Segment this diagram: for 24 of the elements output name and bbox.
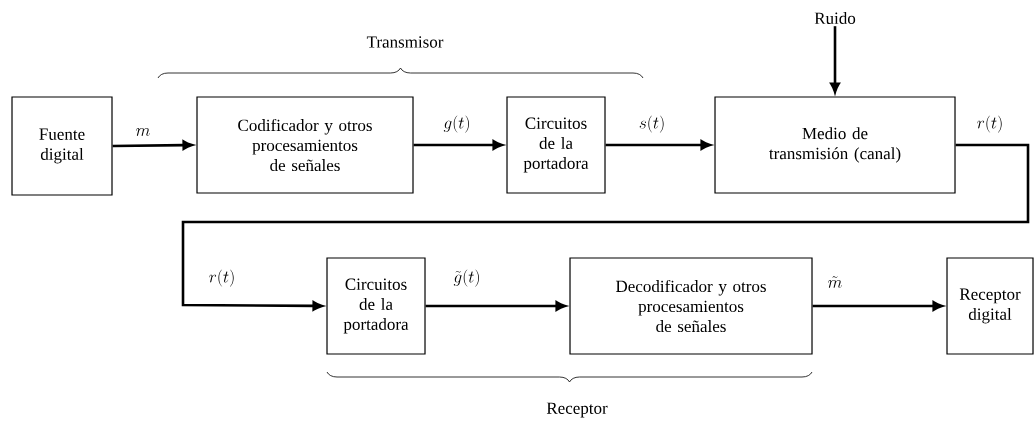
process-box: Fuente digital	[11, 96, 113, 196]
process-box: Receptor digital	[946, 257, 1034, 355]
input-label: Ruido	[814, 12, 856, 24]
process-box: Medio de transmisión (canal)	[714, 96, 956, 194]
group-label: Receptor	[546, 402, 608, 418]
arrow	[605, 140, 711, 150]
edge-label: $\tilde{m}$	[826, 275, 844, 289]
edge-label: $\tilde{g}(t)$	[452, 268, 482, 288]
process-box: Codificador y otros procesamientos de señales	[196, 96, 414, 194]
group-label: Transmisor	[366, 36, 444, 48]
arrow	[812, 301, 943, 311]
edge-label: $r(t)$	[975, 114, 1005, 134]
process-box: Decodificador y otros procesamientos de señales	[569, 257, 813, 355]
process-box: Circuitos de la portadora	[506, 96, 606, 194]
edge-label: $m$	[134, 127, 152, 137]
process-box: Circuitos de la portadora	[326, 257, 426, 355]
signal-label: $r(t)$	[209, 269, 234, 287]
arrow	[413, 140, 503, 150]
arrow	[181, 143, 1030, 311]
edge-label: $g(t)$	[442, 114, 472, 134]
edge-label: $s(t)$	[637, 114, 667, 134]
arrow	[425, 301, 566, 311]
arrow	[830, 26, 840, 93]
arrow	[112, 140, 193, 151]
